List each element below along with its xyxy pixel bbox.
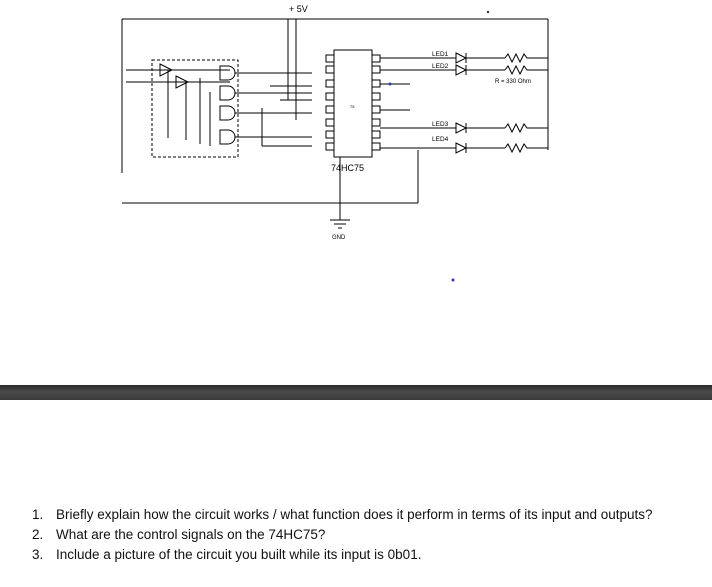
question-number: 3. [32, 547, 44, 562]
led2-label: LED2 [432, 63, 449, 70]
question-item: 2. What are the control signals on the 7… [32, 527, 692, 543]
question-text: Include a picture of the circuit you bui… [56, 547, 422, 562]
question-text: Briefly explain how the circuit works / … [56, 507, 653, 522]
led3-label: LED3 [432, 121, 449, 128]
led1-label: LED1 [432, 51, 449, 58]
supply-label: + 5V [289, 4, 308, 14]
circuit-schematic: + 5V 75 74HC75 GND LED1 LED2 LED3 LED4 R… [121, 4, 549, 282]
question-list: 1. Briefly explain how the circuit works… [32, 507, 692, 567]
resistor-label: R = 330 Ohm [495, 79, 531, 85]
chip-label: 74HC75 [331, 163, 364, 173]
page-divider [0, 385, 712, 400]
question-item: 3. Include a picture of the circuit you … [32, 547, 692, 563]
questions-page [0, 400, 712, 587]
led4-label: LED4 [432, 136, 449, 143]
question-number: 2. [32, 527, 44, 542]
chip-center-label: 75 [350, 104, 355, 109]
question-number: 1. [32, 507, 44, 522]
question-text: What are the control signals on the 74HC… [56, 527, 326, 542]
question-item: 1. Briefly explain how the circuit works… [32, 507, 692, 523]
ground-label: GND [332, 235, 346, 241]
